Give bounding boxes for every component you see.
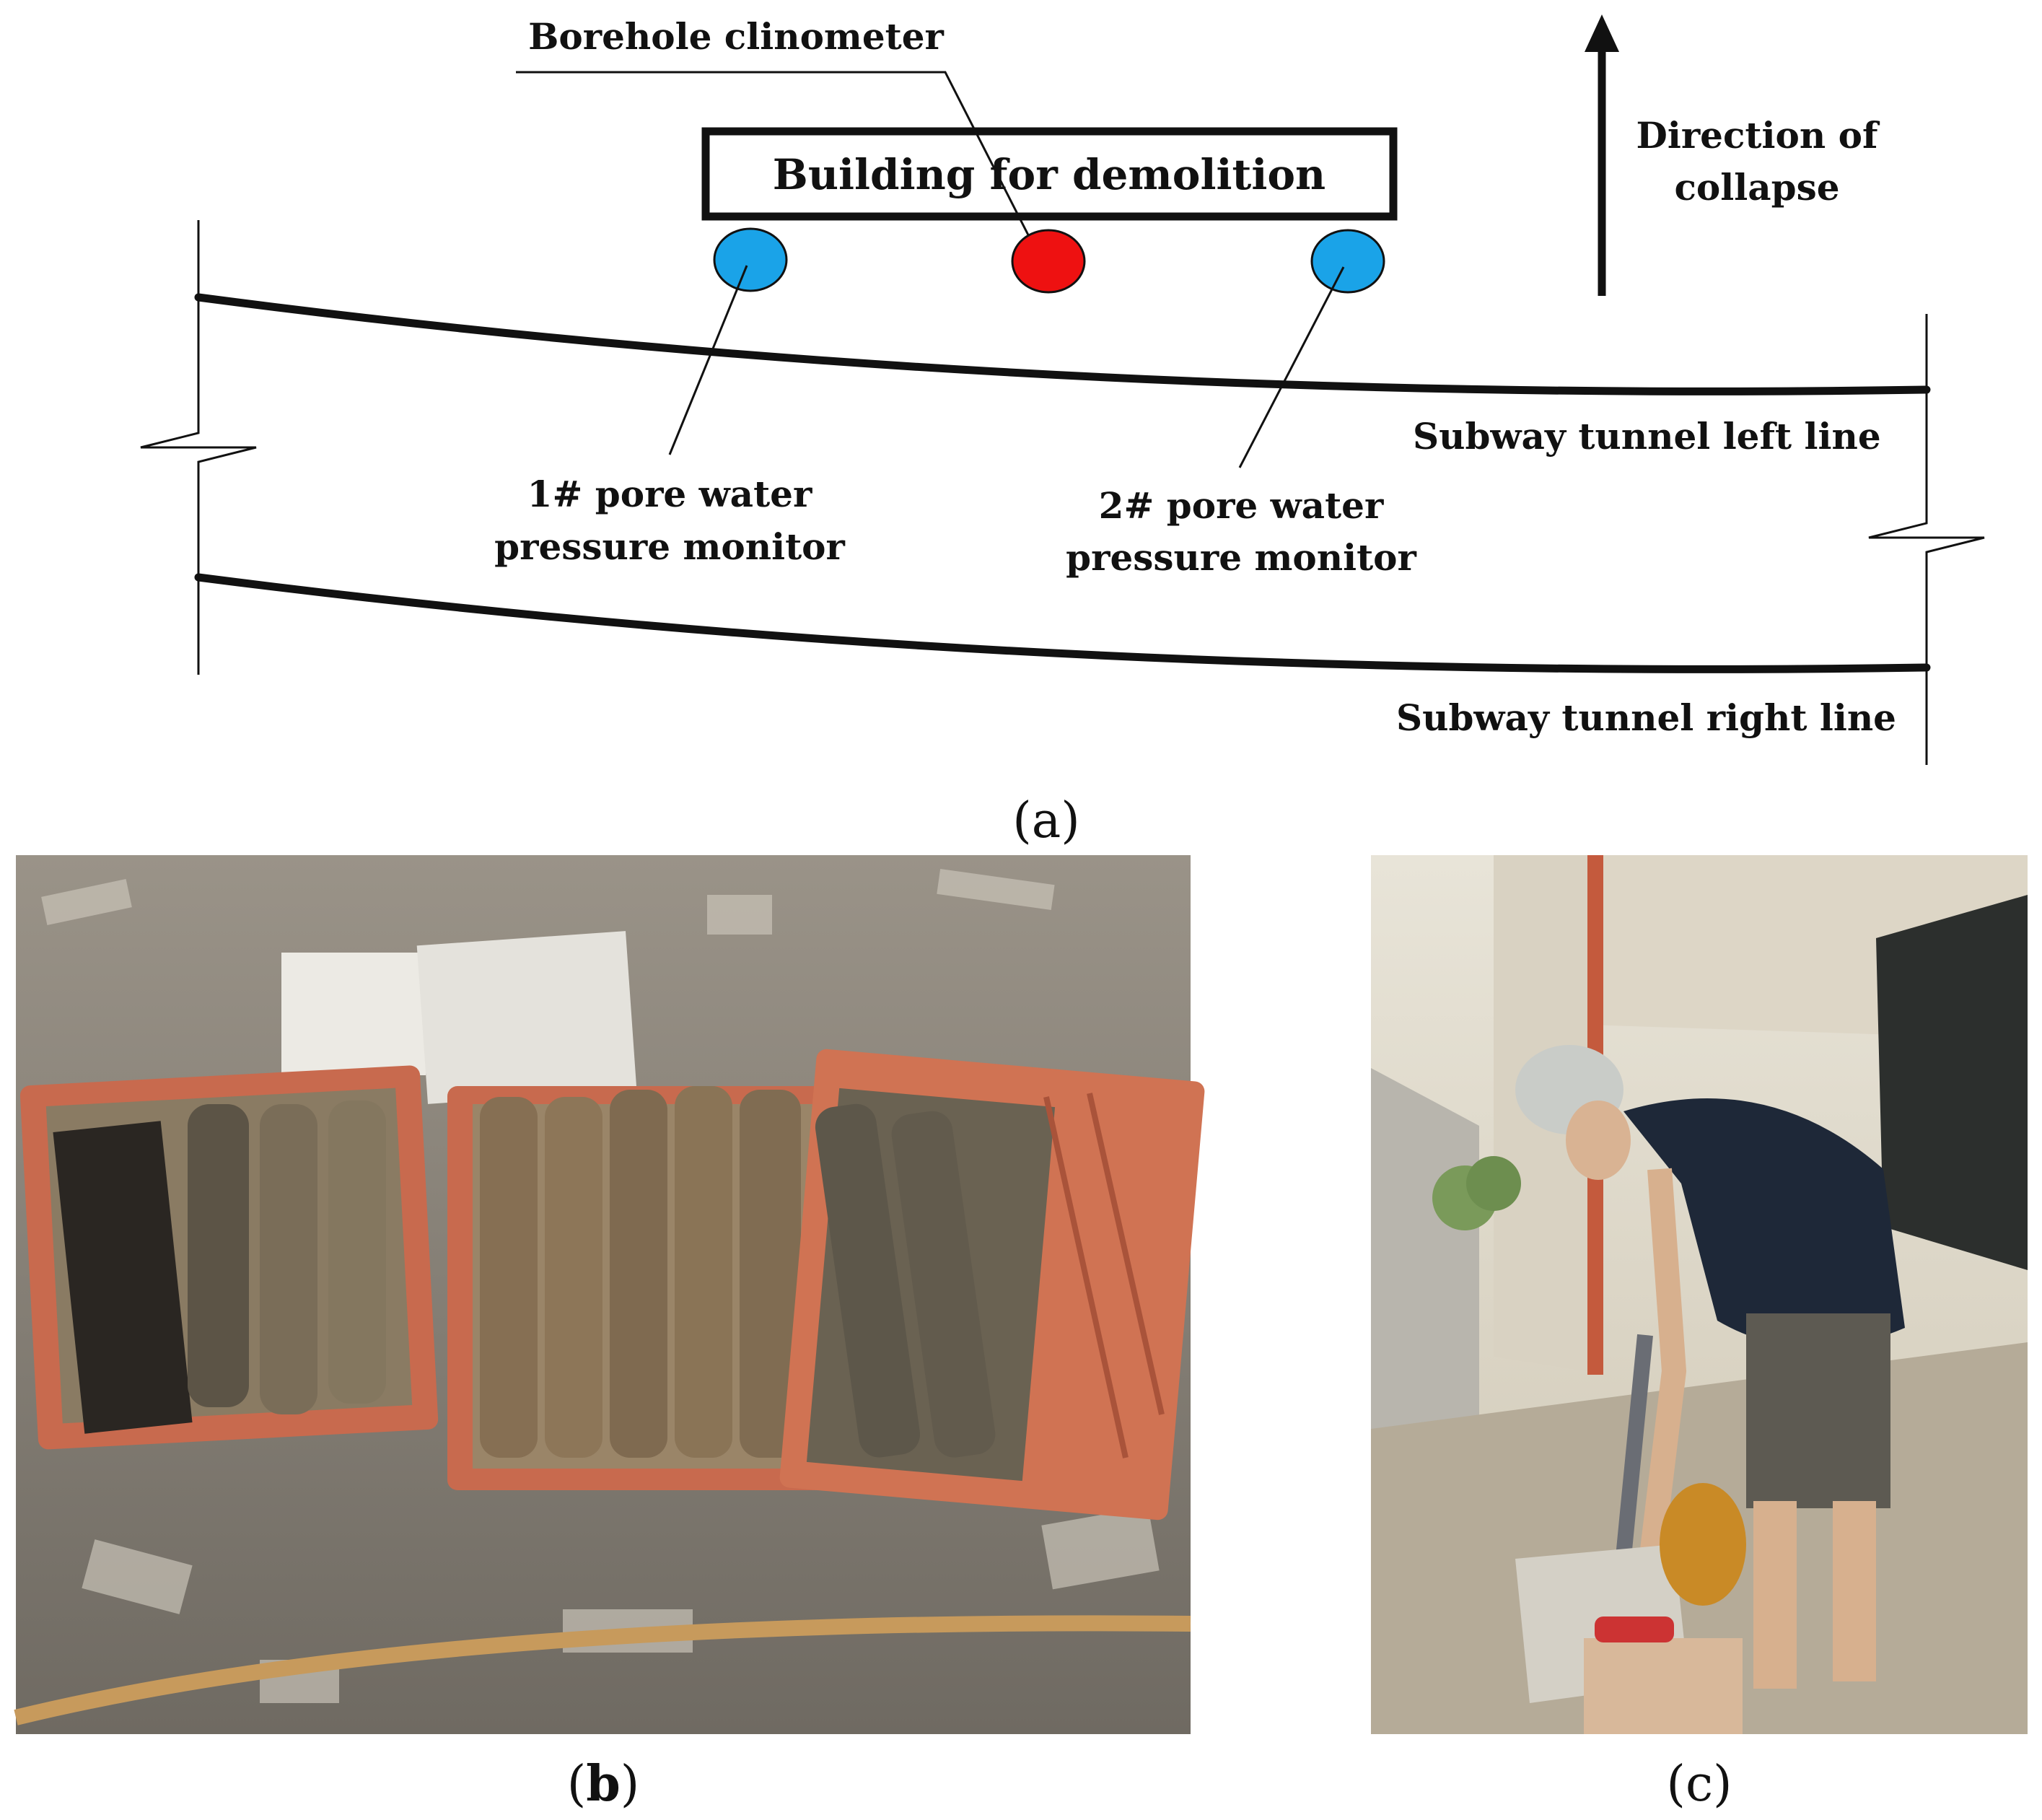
- building-for-demolition-box: [701, 127, 1398, 221]
- panel-b-photo: [14, 855, 1205, 1734]
- core-tray-3: [779, 1049, 1205, 1521]
- core-tray-1: [19, 1065, 439, 1450]
- pore-water-monitor-2-marker: [1310, 229, 1385, 294]
- core-tray-2: [447, 1086, 841, 1490]
- borehole-clinometer-label: Borehole clinometer: [528, 15, 944, 58]
- worker-figure: [1515, 1045, 1905, 1689]
- direction-label-line-1: Direction of: [1636, 114, 1880, 157]
- pore-water-monitor-1-marker: [713, 227, 788, 292]
- caption-a: (a): [1012, 792, 1080, 849]
- tunnel-break-right: [1868, 314, 1985, 765]
- monitor-2-label-line-1: 2# pore water: [1099, 484, 1384, 527]
- tunnel-break-left: [140, 220, 257, 675]
- monitor-1-label-line-1: 1# pore water: [527, 473, 812, 515]
- caption-b-letter: b: [586, 1755, 621, 1813]
- caption-c: (c): [1666, 1756, 1732, 1813]
- monitor-2-label-line-2: pressure monitor: [1066, 536, 1416, 579]
- direction-label-line-2: collapse: [1674, 166, 1839, 209]
- direction-arrow-icon: [1585, 14, 1619, 296]
- monitor-1-label-line-2: pressure monitor: [494, 525, 845, 568]
- subway-tunnel-left-line: [194, 293, 1931, 395]
- borehole-clinometer-marker: [1011, 229, 1086, 294]
- monitor-1-leader-line: [668, 265, 748, 455]
- monitor-2-leader-line: [1238, 266, 1345, 468]
- subway-tunnel-right-line-label: Subway tunnel right line: [1396, 696, 1896, 739]
- panel-a-diagram: Building for demolition Borehole clinome…: [140, 14, 1985, 765]
- clinometer-leader-line: [516, 71, 1040, 257]
- caption-b: (b): [567, 1755, 640, 1813]
- subway-tunnel-right-line: [194, 573, 1931, 673]
- caption-c-letter: c: [1686, 1756, 1713, 1813]
- panel-c-photo: [1371, 855, 2028, 1734]
- subway-tunnel-left-line-label: Subway tunnel left line: [1413, 415, 1881, 458]
- caption-a-letter: a: [1032, 792, 1061, 849]
- building-label: Building for demolition: [773, 150, 1325, 199]
